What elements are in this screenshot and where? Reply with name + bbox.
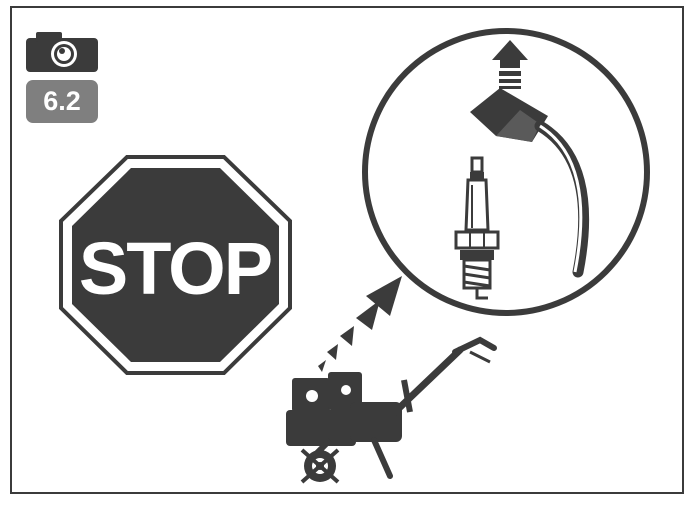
stop-sign-icon: STOP — [61, 157, 290, 373]
tiller-icon — [286, 340, 494, 482]
pointer-arrow — [318, 276, 402, 372]
spark-plug-icon — [456, 158, 498, 298]
arrow-up-icon — [492, 40, 528, 89]
stop-sign-text: STOP — [79, 227, 271, 310]
